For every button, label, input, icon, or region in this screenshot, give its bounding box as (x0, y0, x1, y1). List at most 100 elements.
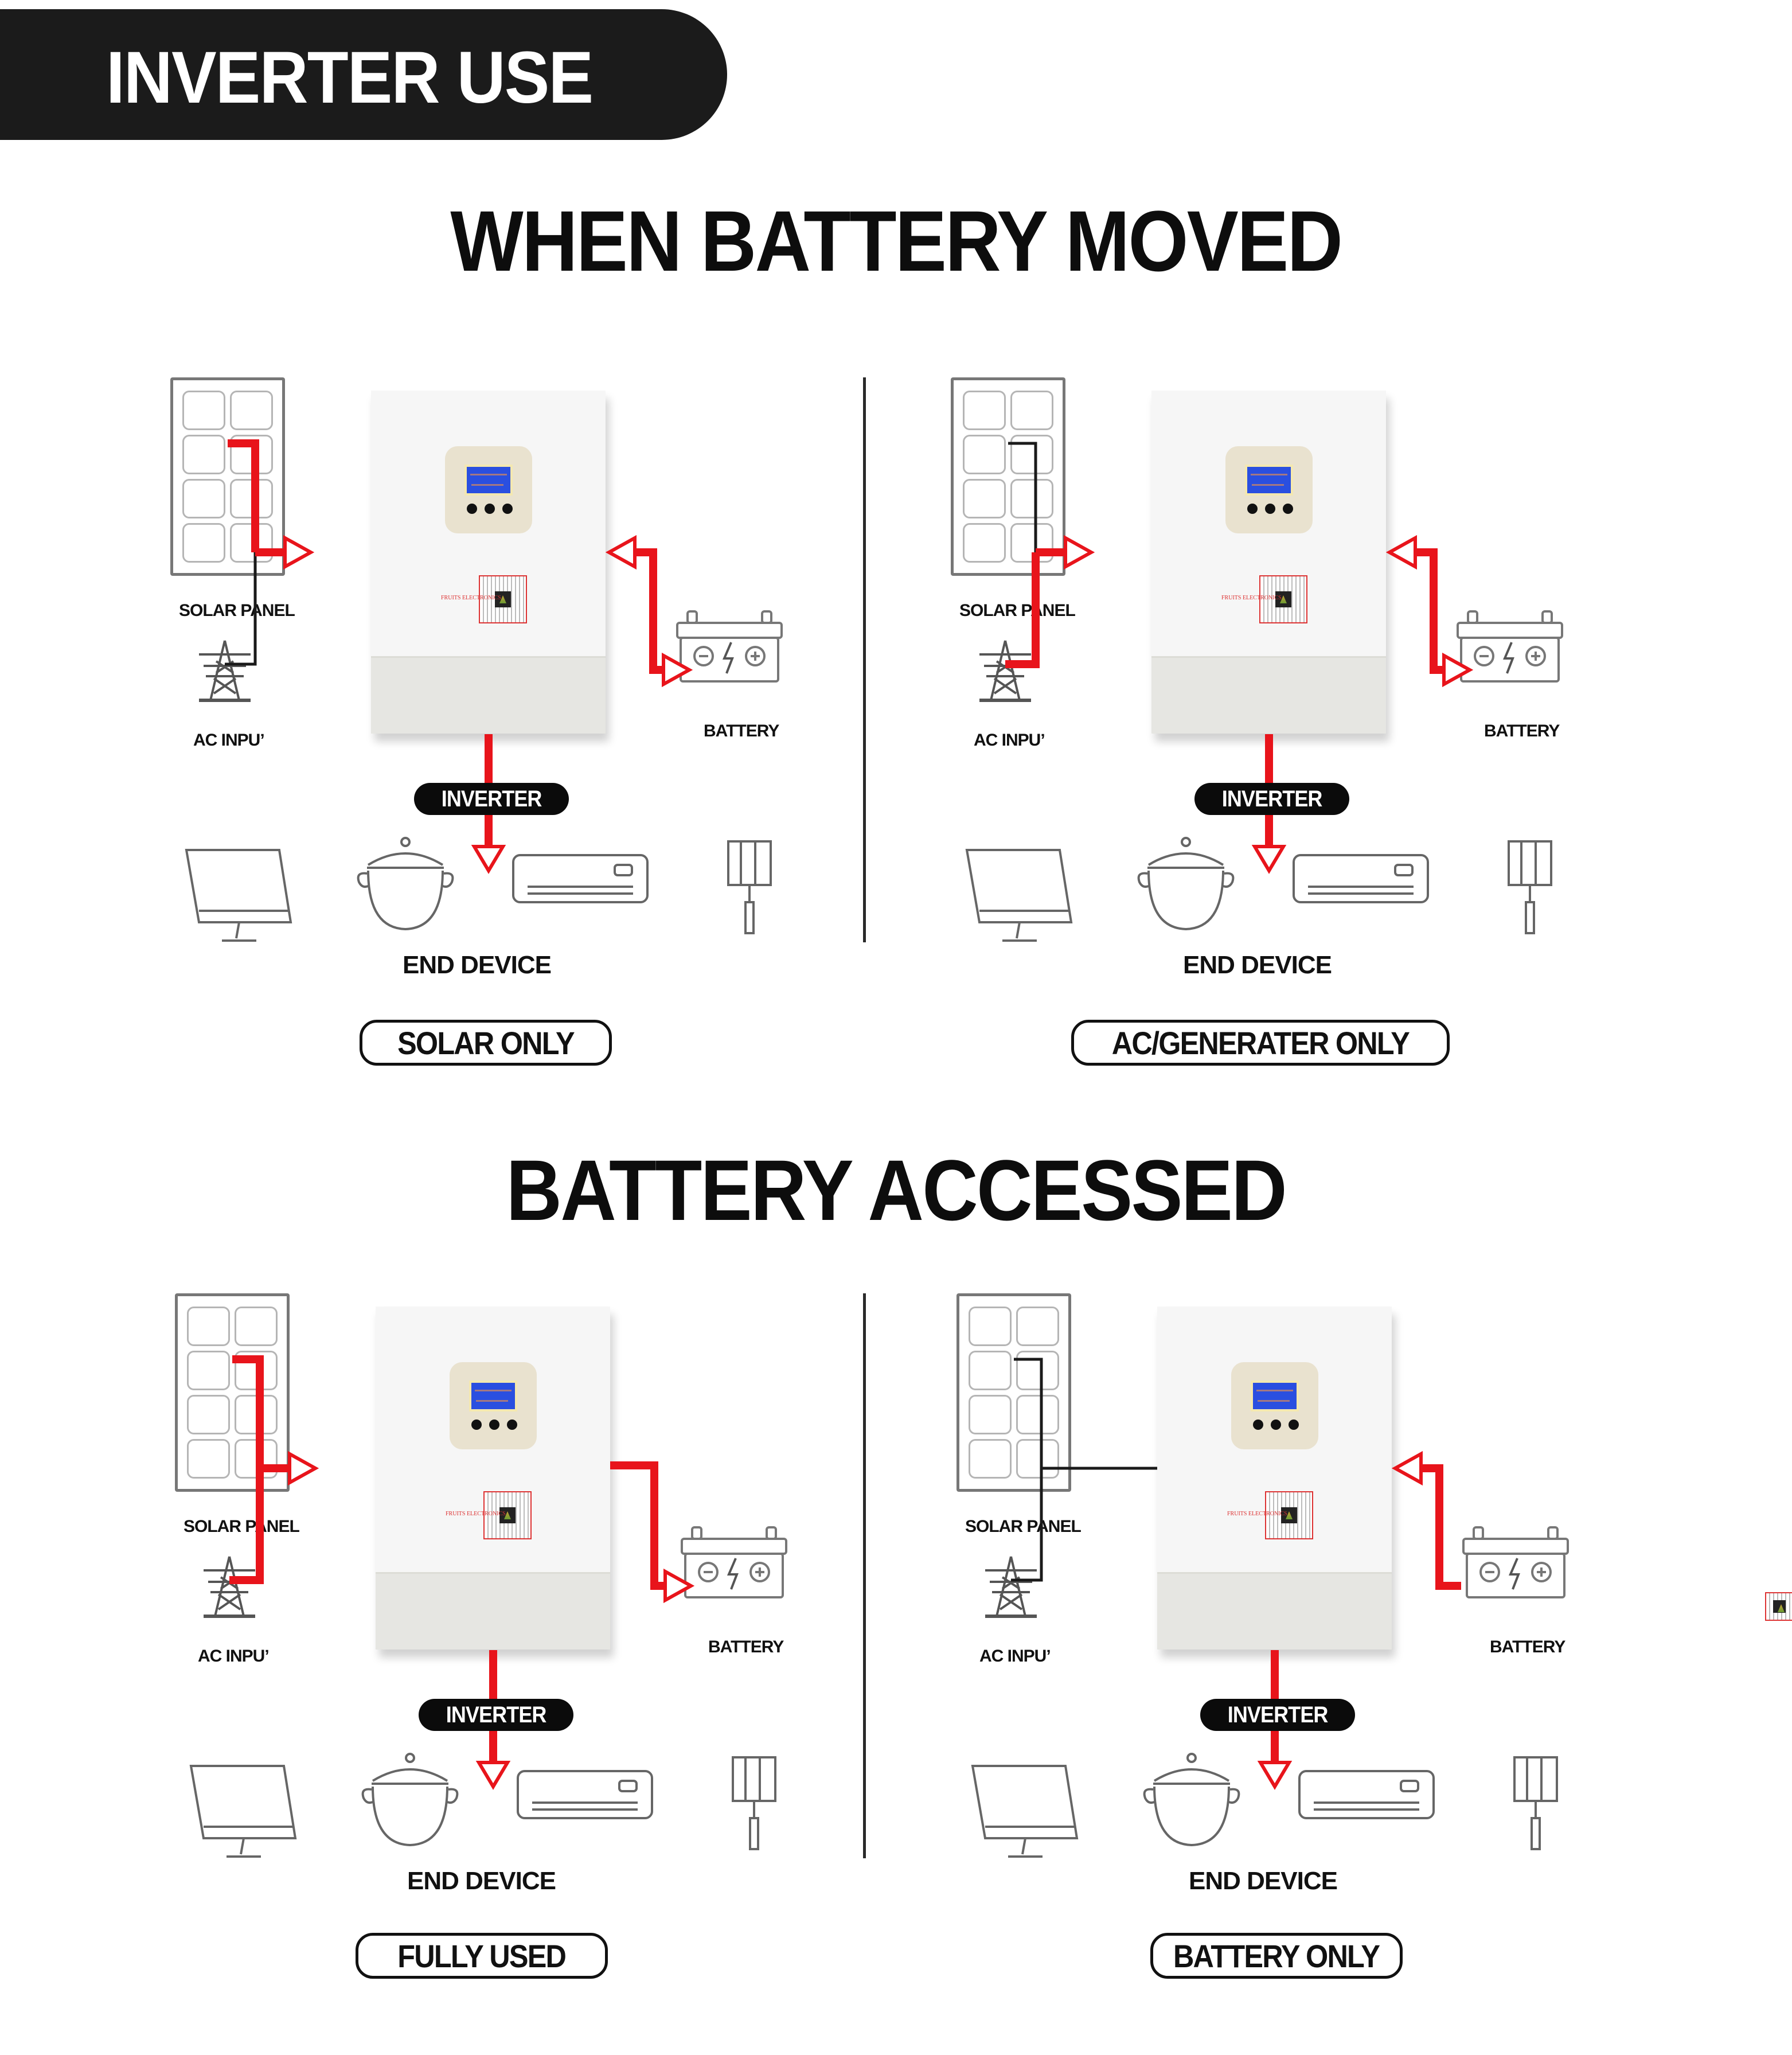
battery-to-inverter-arrow-head (1385, 535, 1417, 570)
inverter-output-badge: INVERTER (419, 1699, 573, 1731)
mode-label-text: AC/GENERATER ONLY (1111, 1025, 1410, 1061)
battery-to-inverter-arrow-head (605, 535, 637, 570)
lcd-screen (1245, 465, 1293, 496)
solar-panel-label: SOLAR PANEL (959, 601, 1076, 620)
power-flow-arrows (1011, 1358, 1461, 1790)
transmission-tower-icon (985, 1556, 1037, 1618)
power-flow-arrows (225, 439, 693, 874)
end-device-label: END DEVICE (1189, 1867, 1338, 1895)
output-arrow-head (1257, 1761, 1293, 1790)
output-arrow-head (471, 845, 506, 874)
section-heading-battery-accessed: BATTERY ACCESSED (0, 1147, 1792, 1233)
ac-feed-line (229, 1468, 264, 1584)
mode-diagram-0: SOLAR PANEL AC INPUʼ FRUITS ELECTRONICS (170, 377, 956, 1094)
ac-feed-line (1011, 1468, 1043, 1582)
lamp-icon (1508, 840, 1552, 934)
control-panel (450, 1362, 537, 1449)
battery-label: BATTERY (1490, 1637, 1565, 1656)
mode-label: FULLY USED (356, 1933, 608, 1979)
watermark-logo (1265, 1491, 1313, 1539)
ac-input-label: AC INPUʼ (198, 1647, 270, 1666)
input-arrow-head (288, 1450, 319, 1486)
solar-panel-label: SOLAR PANEL (965, 1517, 1082, 1536)
mode-diagram-3: SOLAR PANEL AC INPUʼ FRUITS ELECTRONICS (956, 1293, 1742, 2010)
inverter-badge-text: INVERTER (446, 1702, 547, 1728)
cooking-pot-icon (1137, 837, 1235, 931)
input-arrow-head (283, 535, 315, 570)
inverter-output-badge: INVERTER (1194, 783, 1349, 815)
cooking-pot-icon (1143, 1753, 1240, 1847)
watermark-logo (1259, 575, 1307, 623)
control-buttons (1253, 1420, 1299, 1430)
battery-link-line (635, 548, 663, 674)
battery-icon (681, 1526, 787, 1598)
solar-feed-line (228, 439, 259, 552)
cooking-pot-icon (361, 1753, 459, 1847)
solar-panel-icon (175, 1293, 290, 1492)
lamp-icon (727, 840, 772, 934)
inverter-to-battery-arrow-head (1442, 652, 1474, 688)
ac-input-label: AC INPUʼ (974, 731, 1045, 750)
inverter-badge-text: INVERTER (1227, 1702, 1329, 1728)
inverter-base (1157, 1572, 1392, 1650)
control-panel (1225, 446, 1313, 533)
power-flow-arrows (1005, 442, 1474, 874)
battery-icon (1462, 1526, 1569, 1598)
watermark-text: FRUITS ELECTRONICS (446, 1511, 506, 1517)
watermark-text: FRUITS ELECTRONICS (1227, 1511, 1287, 1517)
battery-link-line (610, 1461, 665, 1590)
inverter-unit: FRUITS ELECTRONICS (1157, 1307, 1392, 1650)
control-buttons (1247, 504, 1293, 514)
battery-icon (1457, 610, 1563, 683)
lcd-screen (1251, 1381, 1299, 1411)
inverter-to-battery-arrow-head (662, 652, 693, 688)
control-buttons (467, 504, 513, 514)
inverter-base (376, 1572, 610, 1650)
power-flow-arrows (229, 1355, 695, 1790)
air-conditioner-icon (1293, 854, 1429, 903)
input-arrow-head (1064, 535, 1095, 570)
control-buttons (471, 1420, 517, 1430)
end-device-label: END DEVICE (1183, 951, 1332, 979)
ac-input-label: AC INPUʼ (193, 731, 265, 750)
battery-label: BATTERY (708, 1637, 784, 1656)
solar-feed-line (1014, 1358, 1043, 1468)
inverter-unit: FRUITS ELECTRONICS (376, 1307, 610, 1650)
mode-label-text: BATTERY ONLY (1173, 1938, 1380, 1974)
lamp-icon (732, 1756, 776, 1850)
battery-label: BATTERY (1484, 722, 1560, 740)
watermark-logo (483, 1491, 532, 1539)
mode-diagram-2: SOLAR PANEL AC INPUʼ FRUITS ELECTRONICS (175, 1293, 961, 2010)
inverter-base (371, 656, 606, 734)
mode-label-text: FULLY USED (397, 1938, 567, 1974)
control-panel (445, 446, 532, 533)
end-device-label: END DEVICE (403, 951, 552, 979)
divider-top (863, 377, 866, 942)
mode-label: AC/GENERATER ONLY (1071, 1020, 1450, 1066)
ac-input-label: AC INPUʼ (979, 1647, 1051, 1666)
solar-panel-icon (951, 377, 1065, 576)
banner-title: INVERTER USE (106, 37, 594, 119)
solar-feed-line (232, 1355, 264, 1468)
solar-feed-line (1008, 442, 1037, 552)
section-heading-text: BATTERY ACCESSED (506, 1142, 1287, 1238)
inverter-base (1151, 656, 1386, 734)
watermark-logo (479, 575, 527, 623)
battery-link-line (1421, 1464, 1461, 1590)
watermark-text: FRUITS ELECTRONICS (441, 595, 501, 601)
monitor-icon (189, 1765, 297, 1858)
inverter-unit: FRUITS ELECTRONICS (371, 391, 606, 734)
mode-label: BATTERY ONLY (1150, 1933, 1403, 1979)
ac-feed-line (1005, 552, 1040, 668)
battery-to-inverter-arrow-head (1391, 1450, 1423, 1486)
monitor-icon (185, 849, 292, 942)
solar-panel-icon (956, 1293, 1071, 1492)
lcd-screen (464, 465, 513, 496)
solar-panel-label: SOLAR PANEL (184, 1517, 300, 1536)
battery-icon (676, 610, 783, 683)
inverter-output-badge: INVERTER (414, 783, 569, 815)
section-heading-battery-moved: WHEN BATTERY MOVED (0, 198, 1792, 284)
end-device-label: END DEVICE (407, 1867, 556, 1895)
air-conditioner-icon (512, 854, 649, 903)
divider-bottom (863, 1293, 866, 1858)
